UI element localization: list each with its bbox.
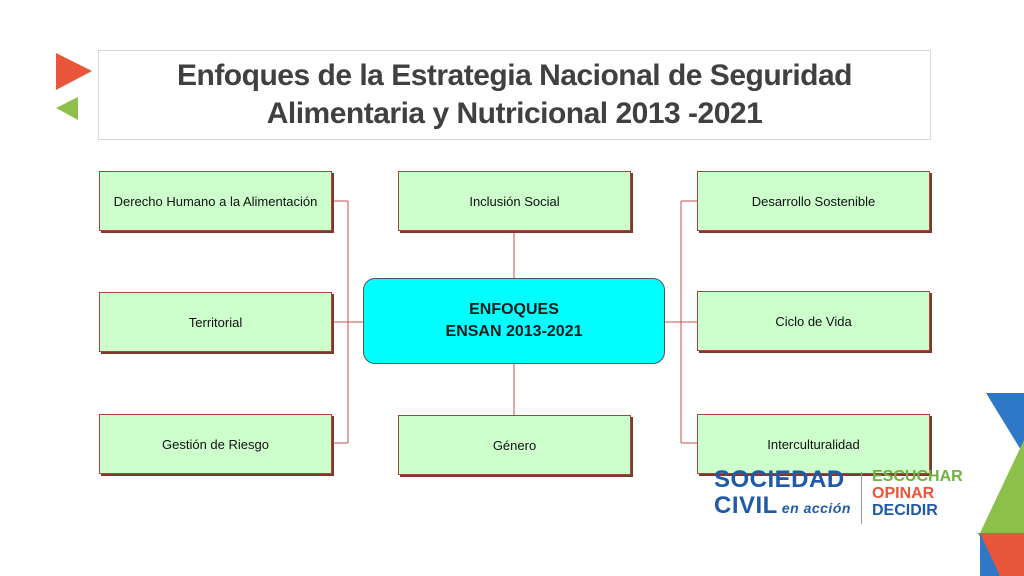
blue-stripe bbox=[986, 393, 1024, 455]
node-territorial: Territorial bbox=[99, 292, 332, 352]
logo-words: ESCUCHAR OPINAR DECIDIR bbox=[872, 468, 963, 519]
node-desarrollo-sostenible: Desarrollo Sostenible bbox=[697, 171, 930, 231]
logo-word-escuchar: ESCUCHAR bbox=[872, 468, 963, 485]
title-line-1: Enfoques de la Estrategia Nacional de Se… bbox=[176, 59, 853, 92]
center-node: ENFOQUES ENSAN 2013-2021 bbox=[363, 278, 665, 364]
logo-divider bbox=[861, 472, 862, 524]
title-box: Enfoques de la Estrategia Nacional de Se… bbox=[98, 50, 931, 140]
orange-arrow-icon bbox=[56, 53, 92, 90]
logo-word-decidir: DECIDIR bbox=[872, 502, 938, 519]
logo-civil: CIVIL bbox=[714, 492, 778, 519]
node-interculturalidad: Interculturalidad bbox=[697, 414, 930, 474]
node-ciclo-de-vida: Ciclo de Vida bbox=[697, 291, 930, 351]
blue-stripe-small bbox=[980, 533, 1000, 576]
connectors bbox=[333, 200, 697, 444]
title-line-2: Alimentaria y Nutricional 2013 -2021 bbox=[266, 97, 763, 130]
center-line-1: ENFOQUES bbox=[469, 301, 559, 318]
node-gestion-riesgo: Gestión de Riesgo bbox=[99, 414, 332, 474]
node-inclusion-social: Inclusión Social bbox=[398, 171, 631, 231]
logo-word-opinar: OPINAR bbox=[872, 485, 935, 502]
green-arrow-icon bbox=[56, 97, 78, 120]
node-genero: Género bbox=[398, 415, 631, 475]
orange-stripe bbox=[978, 533, 1024, 576]
green-stripe bbox=[980, 440, 1024, 533]
node-derecho-humano: Derecho Humano a la Alimentación bbox=[99, 171, 332, 231]
logo-line-1: SOCIEDAD bbox=[714, 466, 845, 493]
center-line-2: ENSAN 2013-2021 bbox=[445, 323, 583, 340]
logo-tagline: en acción bbox=[781, 500, 851, 516]
